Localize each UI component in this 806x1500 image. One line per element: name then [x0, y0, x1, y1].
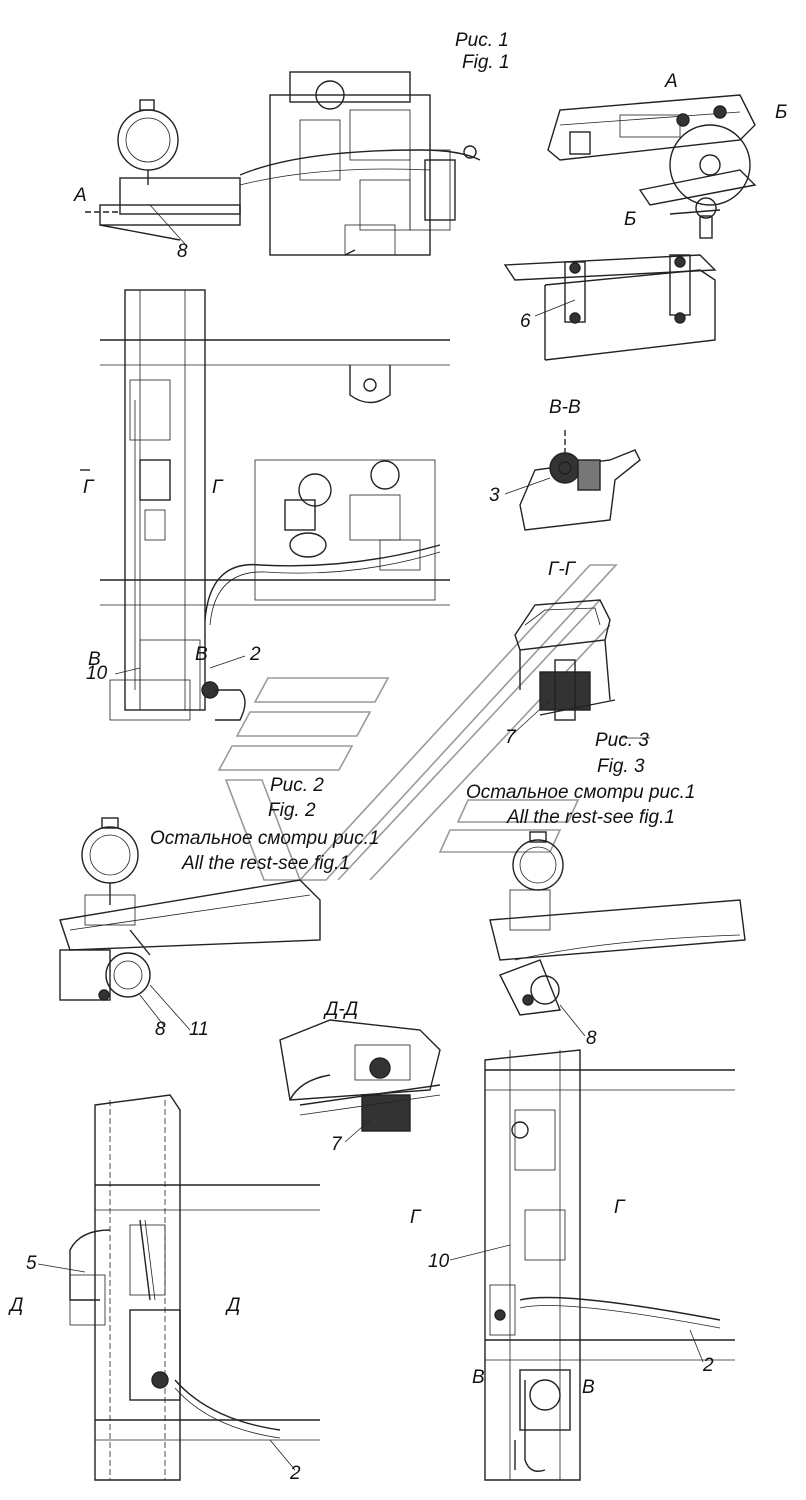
fig2-caption-en: Fig. 2: [268, 800, 316, 821]
fig2-caption-ru: Рис. 2: [270, 775, 324, 796]
callout-5: 5: [26, 1253, 37, 1274]
callout-10-fig3: 10: [428, 1251, 450, 1272]
section-title-d-d: Д-Д: [325, 999, 359, 1020]
section-mark-v-right-fig3: В: [582, 1377, 595, 1398]
callout-8-fig3: 8: [586, 1028, 597, 1049]
view-a-bracket: [547, 94, 757, 239]
fig3-frame-plan: [484, 1049, 735, 1481]
callout-2-fig2: 2: [290, 1463, 301, 1484]
fig3-caption-en: Fig. 3: [597, 756, 645, 777]
callout-7-gg: 7: [505, 727, 516, 748]
fig1-frame-plan: [80, 289, 450, 721]
callout-8-fig2: 8: [155, 1019, 166, 1040]
section-v-v-drawing: [519, 430, 641, 531]
section-mark-v-left-fig3: В: [472, 1367, 485, 1388]
section-mark-b-mid: Б: [624, 209, 637, 230]
section-g-g-drawing: [514, 599, 616, 721]
section-title-v-v: В-В: [549, 397, 581, 418]
fig1-caption-en: Fig. 1: [462, 52, 510, 73]
leader-lines: [37, 204, 704, 1471]
section-mark-a-top: A: [665, 71, 678, 92]
callout-7-dd: 7: [331, 1134, 342, 1155]
callout-10-fig1: 10: [86, 663, 108, 684]
section-mark-v-left-fig1: В: [88, 649, 101, 670]
fig3-bracket-view: [489, 831, 746, 1016]
callout-11: 11: [189, 1019, 209, 1040]
fig3-note-ru: Остальное смотри рис.1: [466, 782, 696, 803]
fig2-frame-plan: [69, 1094, 320, 1481]
fig2-note-en: All the rest-see fig.1: [182, 853, 350, 874]
fig2-bracket-view: [59, 817, 321, 1001]
fig3-caption-ru: Рис. 3: [595, 730, 649, 751]
fig1-top-assembly: [85, 71, 481, 256]
section-d-d-drawing: [279, 1019, 441, 1132]
callout-6: 6: [520, 311, 531, 332]
callout-3: 3: [489, 485, 500, 506]
view-b-channel: [503, 254, 717, 361]
section-mark-g-right-fig3: Г: [614, 1197, 625, 1218]
fig3-note-en: All the rest-see fig.1: [507, 807, 675, 828]
section-mark-g-left-fig1: Г: [83, 477, 94, 498]
callout-2-fig1: 2: [250, 644, 261, 665]
fig2-note-ru: Остальное смотри рис.1: [150, 828, 380, 849]
section-mark-d-left: Д: [10, 1295, 24, 1316]
section-mark-d-right: Д: [227, 1295, 241, 1316]
callout-8-fig1: 8: [177, 241, 188, 262]
section-mark-a-left: A: [74, 185, 87, 206]
section-mark-g-left-fig3: Г: [410, 1207, 421, 1228]
callout-2-fig3: 2: [703, 1355, 714, 1376]
section-mark-g-right-fig1: Г: [212, 477, 223, 498]
fig1-caption-ru: Рис. 1: [455, 30, 509, 51]
watermark-logo: [217, 564, 618, 881]
section-title-g-g: Г-Г: [548, 559, 575, 580]
section-mark-v-right-fig1: В: [195, 644, 208, 665]
section-mark-b-right: Б: [775, 102, 788, 123]
fig1-engine-inset: [254, 459, 436, 601]
